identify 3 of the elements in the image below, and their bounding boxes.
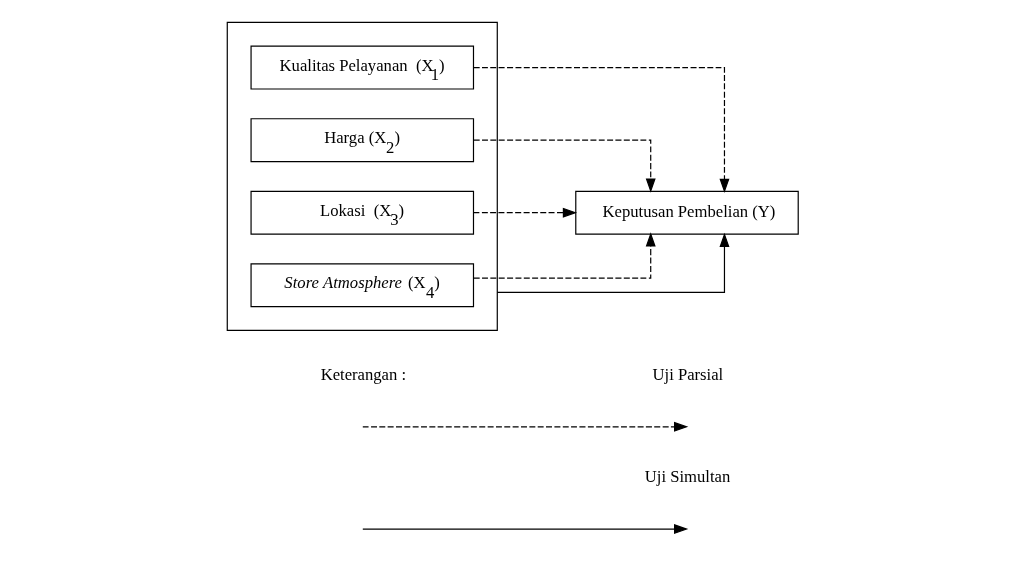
legend-label: Uji Simultan xyxy=(644,467,731,487)
label: Keterangan : xyxy=(320,365,407,385)
legend-label: Uji Parsial xyxy=(652,365,724,385)
